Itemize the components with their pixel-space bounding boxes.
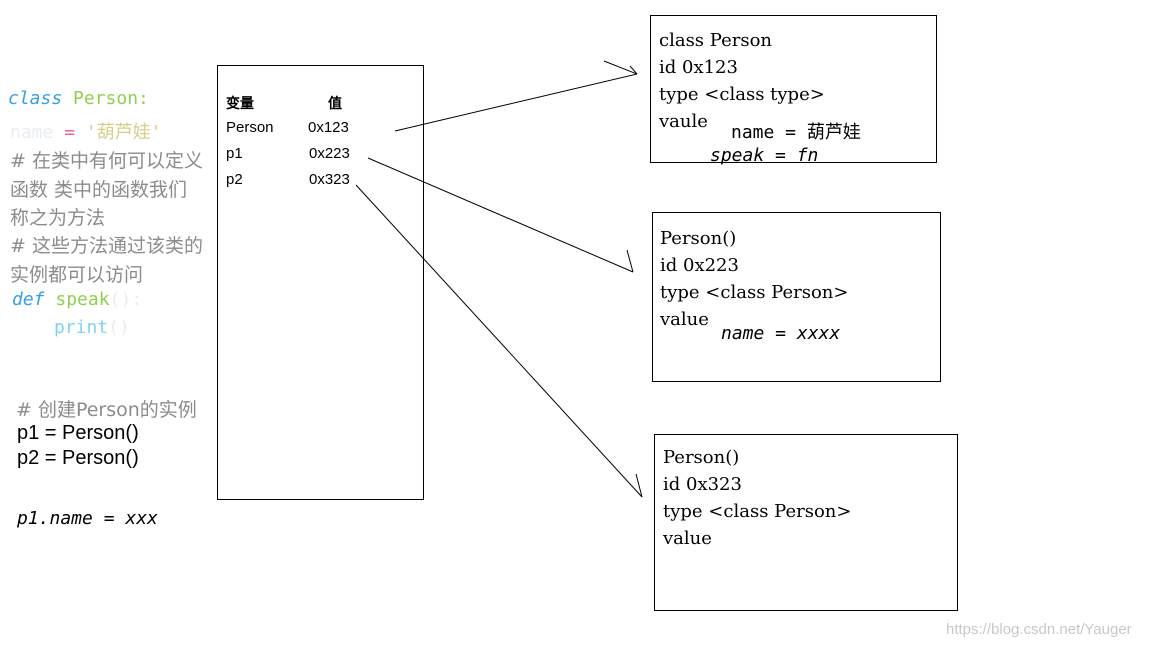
code-p2-line: p2 = Person() [17, 447, 139, 469]
class-object-name-attr: name = 葫芦娃 [731, 122, 861, 143]
class-name: Person: [73, 88, 149, 109]
table-row-val: 0x123 [308, 119, 349, 136]
arrow-p1-to-obj [367, 157, 634, 273]
p2-object-type: type <class Person> [663, 501, 852, 522]
comment-2-line-1: # 这些方法通过该类的 [10, 235, 203, 257]
code-p1-line: p1 = Person() [17, 422, 139, 444]
p1-object-name-attr: name = xxxx [721, 323, 841, 344]
p2-object-value-label: value [663, 528, 712, 549]
class-keyword: class [8, 88, 63, 109]
comment-1-line-3: 称之为方法 [10, 207, 106, 229]
table-row-val: 0x223 [309, 145, 350, 162]
code-assign-line: p1.name = xxx [17, 508, 158, 529]
class-object-title: class Person [659, 30, 772, 51]
arrowhead-p1 [626, 249, 634, 273]
print-parens: () [108, 317, 130, 338]
arrow-person-to-class [394, 73, 638, 132]
print-keyword: print [54, 317, 109, 338]
p1-object-value-label: value [660, 309, 709, 330]
code-def-line: def speak(): [12, 289, 142, 310]
watermark: https://blog.csdn.net/Yauger [946, 621, 1132, 638]
table-row-val: 0x323 [309, 171, 350, 188]
code-class-line: class Person: [8, 88, 149, 109]
comment-2-line-2: 实例都可以访问 [10, 264, 144, 286]
name-string: '葫芦娃' [85, 122, 162, 143]
p1-object-id: id 0x223 [660, 255, 739, 276]
p2-object-title: Person() [663, 447, 740, 468]
p2-object-id: id 0x323 [663, 474, 742, 495]
comment-1-line-2: 函数 类中的函数我们 [10, 179, 188, 201]
table-header-variable: 变量 [226, 96, 254, 112]
class-object-box [650, 15, 937, 163]
class-object-speak-attr: speak = fn [710, 145, 819, 166]
class-object-value-label: vaule [659, 111, 708, 132]
code-print-line: print() [54, 317, 130, 338]
table-header-value: 值 [328, 96, 342, 112]
p1-object-box [652, 212, 941, 382]
arrowhead-class-b [629, 65, 638, 75]
code-name-line: name = '葫芦娃' [10, 118, 162, 144]
class-object-type: type <class type> [659, 84, 825, 105]
arrow-p2-to-obj [355, 184, 643, 498]
class-object-id: id 0x123 [659, 57, 738, 78]
comment-1-line-1: # 在类中有何可以定义 [10, 150, 203, 172]
variable-table [217, 65, 424, 500]
p1-object-title: Person() [660, 228, 737, 249]
p1-object-type: type <class Person> [660, 282, 849, 303]
table-row-var: Person [226, 119, 274, 136]
table-row-var: p1 [226, 145, 243, 162]
def-keyword: def [12, 289, 45, 310]
def-name: speak [55, 289, 110, 310]
arrowhead-class-a [603, 60, 638, 75]
name-identifier: name [10, 122, 54, 143]
name-equals: = [64, 122, 76, 143]
p2-object-box [654, 434, 958, 611]
arrowhead-p2 [635, 473, 643, 498]
comment-create-instance: # 创建Person的实例 [16, 399, 197, 421]
table-row-var: p2 [226, 171, 243, 188]
def-parens: (): [109, 289, 143, 310]
